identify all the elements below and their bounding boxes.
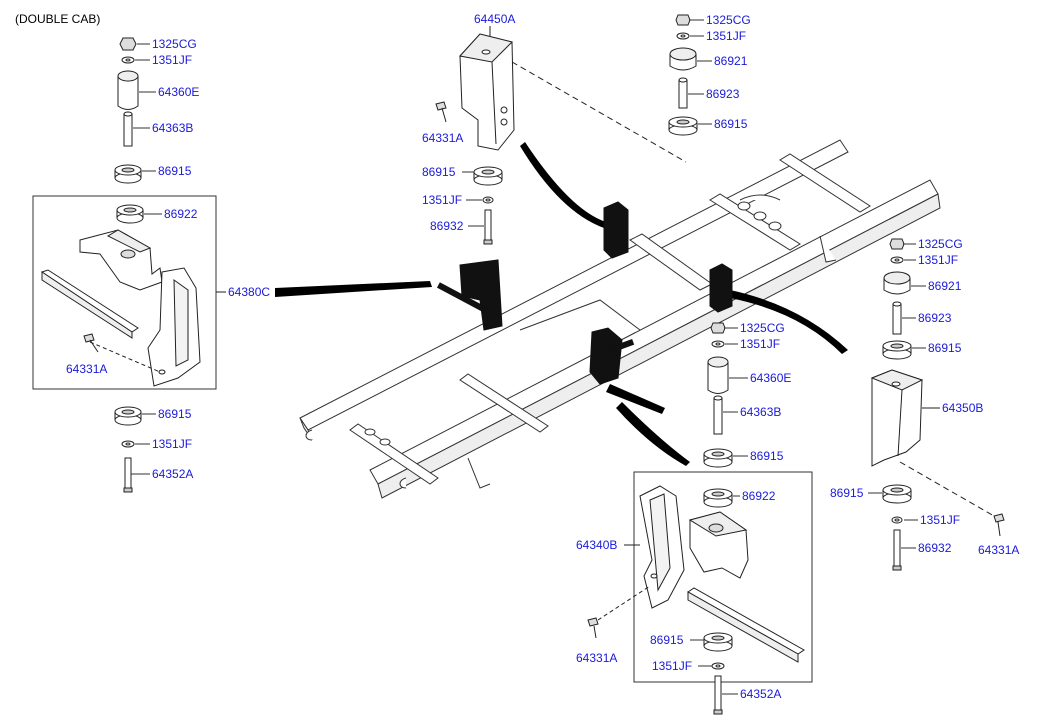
- label-86915[interactable]: 86915: [650, 633, 684, 647]
- diagram-caption: (DOUBLE CAB): [15, 12, 101, 26]
- label-64331A[interactable]: 64331A: [576, 651, 618, 665]
- bracket-64340B-drawing: [640, 486, 804, 662]
- bracket-group-box-bottom: [634, 472, 812, 682]
- label-1351JF[interactable]: 1351JF: [918, 253, 959, 267]
- label-64352A[interactable]: 64352A: [740, 687, 782, 701]
- label-leaders: [131, 20, 926, 694]
- left-stack: [115, 38, 141, 183]
- label-1351JF[interactable]: 1351JF: [652, 659, 693, 673]
- bracket-64450A-drawing: [460, 34, 514, 150]
- label-1325CG[interactable]: 1325CG: [740, 321, 785, 335]
- label-64450A[interactable]: 64450A: [474, 12, 516, 26]
- bottom-lower-stack: [704, 633, 732, 714]
- label-86915[interactable]: 86915: [928, 341, 962, 355]
- label-1325CG[interactable]: 1325CG: [706, 13, 751, 27]
- center-line-right: [900, 462, 994, 516]
- label-86932[interactable]: 86932: [430, 219, 464, 233]
- label-64360E[interactable]: 64360E: [750, 371, 792, 385]
- label-86915[interactable]: 86915: [422, 165, 456, 179]
- label-86915[interactable]: 86915: [830, 486, 864, 500]
- label-86923[interactable]: 86923: [918, 311, 952, 325]
- leader-arcs: [275, 142, 848, 466]
- label-64331A[interactable]: 64331A: [978, 543, 1020, 557]
- label-86932[interactable]: 86932: [918, 541, 952, 555]
- label-86923[interactable]: 86923: [706, 87, 740, 101]
- label-86922[interactable]: 86922: [742, 489, 776, 503]
- label-64350B[interactable]: 64350B: [942, 401, 984, 415]
- label-86915[interactable]: 86915: [158, 164, 192, 178]
- label-86915[interactable]: 86915: [750, 449, 784, 463]
- bottom-center-stack: [704, 323, 732, 467]
- label-1351JF[interactable]: 1351JF: [920, 513, 961, 527]
- label-1351JF[interactable]: 1351JF: [152, 437, 193, 451]
- top-right-stack: [669, 15, 697, 135]
- label-64363B[interactable]: 64363B: [740, 405, 782, 419]
- right-stack: [883, 239, 911, 359]
- label-64331A[interactable]: 64331A: [66, 362, 108, 376]
- right-lower-stack: [883, 485, 911, 570]
- frame-mount-blocks: [438, 202, 732, 384]
- label-64331A[interactable]: 64331A: [422, 131, 464, 145]
- center-line-bottom: [598, 586, 650, 620]
- bracket-64380C-drawing: [42, 205, 200, 386]
- label-64363B[interactable]: 64363B: [152, 121, 194, 135]
- label-64352A[interactable]: 64352A: [152, 467, 194, 481]
- label-86922[interactable]: 86922: [164, 207, 198, 221]
- label-86921[interactable]: 86921: [928, 279, 962, 293]
- label-1325CG[interactable]: 1325CG: [152, 37, 197, 51]
- label-1351JF[interactable]: 1351JF: [740, 337, 781, 351]
- label-1351JF[interactable]: 1351JF: [706, 29, 747, 43]
- label-64380C[interactable]: 64380C: [228, 285, 271, 299]
- top-center-lower-stack: [474, 167, 502, 244]
- label-1351JF[interactable]: 1351JF: [152, 53, 193, 67]
- bolt-64331A-bottom: [588, 618, 598, 638]
- bolt-64331A-top: [436, 102, 446, 122]
- label-64340B[interactable]: 64340B: [576, 538, 618, 552]
- left-lower-stack: [115, 407, 141, 492]
- bolt-64331A-right: [994, 514, 1004, 536]
- vehicle-frame: [300, 140, 940, 498]
- center-line-top: [512, 62, 686, 162]
- label-86915[interactable]: 86915: [714, 117, 748, 131]
- bolt-64331A-left: [84, 334, 160, 372]
- label-86915[interactable]: 86915: [158, 407, 192, 421]
- label-86921[interactable]: 86921: [714, 54, 748, 68]
- label-64360E[interactable]: 64360E: [158, 85, 200, 99]
- label-1325CG[interactable]: 1325CG: [918, 237, 963, 251]
- label-1351JF[interactable]: 1351JF: [422, 193, 463, 207]
- bracket-64350B-drawing: [872, 370, 922, 466]
